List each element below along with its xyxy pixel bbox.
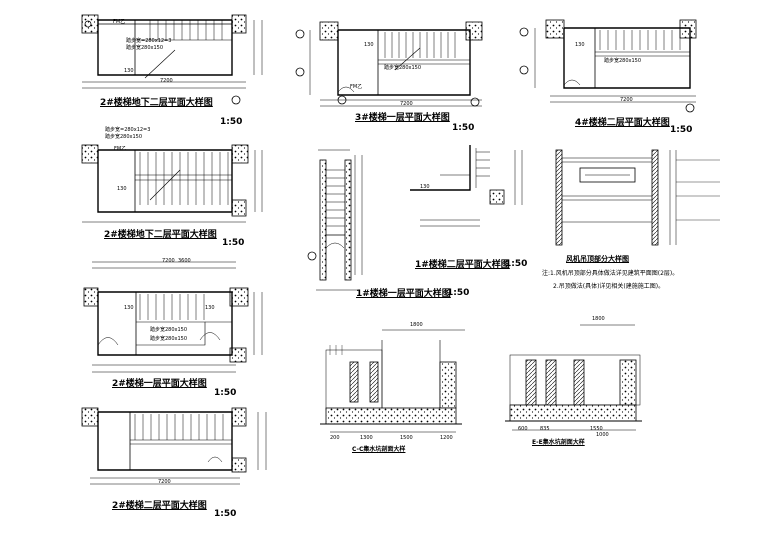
title-d2: 2#楼梯地下二层平面大样图 — [104, 230, 217, 240]
note-line2: 2.吊顶做法(具体)详见相关(建施施工图)。 — [553, 283, 665, 290]
dim-7200-e: 7200 — [620, 97, 633, 103]
stair-note-4: 踏步宽280x150 — [105, 134, 143, 140]
up-label-2: 130 — [117, 186, 127, 192]
dim-835: 835 — [540, 426, 550, 432]
scale-d3: 1:50 — [214, 388, 237, 398]
up-label-1: 130 — [124, 68, 134, 74]
stair-note-7: 踏步宽280x150 — [384, 65, 422, 71]
stair-note-8: 踏步宽280x150 — [604, 58, 642, 64]
plan-stair-1-floor-1 — [307, 149, 363, 291]
plan-basement-2-second — [81, 144, 263, 223]
scale-d2: 1:50 — [222, 238, 245, 248]
title-d9: 风机吊顶部分大样图 — [566, 255, 629, 263]
up-label-4: 130 — [575, 42, 585, 48]
title-d4: 2#楼梯二层平面大样图 — [112, 501, 207, 511]
door-fm-1: FM乙 — [113, 19, 126, 25]
up-label-7: 130 — [420, 184, 430, 190]
up-label-3: 130 — [364, 42, 374, 48]
dim-1300: 1300 — [360, 435, 373, 441]
pit-section-cc — [320, 329, 465, 433]
fan-ceiling-detail — [555, 149, 720, 246]
door-fm-3: FM乙 — [350, 84, 363, 90]
title-d5: 3#楼梯一层平面大样图 — [355, 113, 450, 123]
dim-600: 600 — [518, 426, 528, 432]
scale-d7: 1:50 — [447, 288, 470, 298]
up-label-6: 130 — [205, 305, 215, 311]
title-d6: 4#楼梯二层平面大样图 — [575, 118, 670, 128]
dim-7200-c: 7200 — [158, 479, 171, 485]
up-label-5: 130 — [124, 305, 134, 311]
stair-note-5: 踏步宽280x150 — [150, 327, 188, 333]
scale-d6: 1:50 — [670, 125, 693, 135]
dim-1550: 1550 — [590, 426, 603, 432]
plan-basement-2-top — [81, 14, 263, 105]
title-d1: 2#楼梯地下二层平面大样图 — [100, 98, 213, 108]
dim-1500: 1500 — [400, 435, 413, 441]
title-d3: 2#楼梯一层平面大样图 — [112, 379, 207, 389]
dim-1800-b: 1800 — [592, 316, 605, 322]
stair-note-1: 踏步宽=280x12=3 — [126, 38, 172, 44]
scale-d8: 1:50 — [505, 259, 528, 269]
title-d10: C-C集水坑剖面大样 — [352, 446, 406, 453]
scale-d4: 1:50 — [214, 509, 237, 519]
dim-7200-a: 7200 — [160, 78, 173, 84]
dim-7200-d: 7200 — [400, 101, 413, 107]
stair-note-3: 踏步宽=280x12=3 — [105, 127, 151, 133]
stair-note-2: 踏步宽280x150 — [126, 45, 164, 51]
scale-d5: 1:50 — [452, 123, 475, 133]
dim-1000: 1000 — [596, 432, 609, 438]
dim-3600-a: 3600 — [178, 258, 191, 264]
title-d7: 1#楼梯一层平面大样图 — [356, 289, 451, 299]
plan-stair-1-floor-2 — [410, 145, 523, 227]
title-d11: E-E集水坑剖面大样 — [532, 439, 585, 446]
title-d8: 1#楼梯二层平面大样图 — [415, 260, 510, 270]
pit-section-ee — [505, 324, 642, 431]
plan-stair-3-floor-1 — [295, 21, 483, 107]
dim-7200-b: 7200 — [162, 258, 175, 264]
plan-floor-2-2 — [81, 407, 267, 485]
plan-stair-4-floor-2 — [519, 19, 697, 113]
dim-1200-a: 1200 — [440, 435, 453, 441]
plan-floor-1-2 — [83, 261, 263, 373]
note-line1: 注:1.风机吊顶部分具体做法详见建筑平面图(2层)。 — [542, 270, 679, 277]
stair-note-6: 踏步宽280x150 — [150, 336, 188, 342]
door-fm-2: FM乙 — [114, 146, 127, 152]
dim-1800-a: 1800 — [410, 322, 423, 328]
dim-200: 200 — [330, 435, 340, 441]
scale-d1: 1:50 — [220, 117, 243, 127]
